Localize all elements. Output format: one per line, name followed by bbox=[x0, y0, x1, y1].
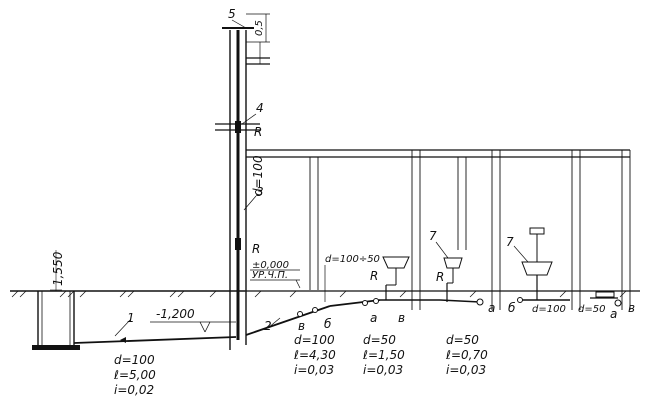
vent-dimension bbox=[246, 13, 270, 65]
level-marks bbox=[250, 269, 301, 289]
segment-length: ℓ=1,50 bbox=[362, 348, 405, 362]
outlet-pipe bbox=[73, 319, 237, 344]
sink-2 bbox=[443, 257, 463, 302]
segment-spec-1: d=100 ℓ=5,00 i=0,02 bbox=[113, 353, 156, 397]
segment-length: ℓ=5,00 bbox=[113, 368, 156, 382]
building-frame bbox=[246, 149, 631, 310]
floor-level-label: УР.Ч.П. bbox=[252, 270, 288, 281]
well-depth-label: 1,550 bbox=[51, 251, 65, 286]
point-a2: а bbox=[488, 301, 495, 315]
ground-hatch bbox=[11, 290, 627, 298]
point-v3: в bbox=[628, 301, 635, 315]
vent-dim-label: 0,5 bbox=[254, 20, 265, 36]
segment-diameter: d=100 bbox=[114, 353, 155, 367]
toilet bbox=[521, 227, 553, 300]
pipe-spec-label: d=100÷50 bbox=[325, 254, 380, 265]
marker-3-leader bbox=[243, 195, 257, 211]
segment-spec-3: d=50 ℓ=1,50 i=0,03 bbox=[362, 333, 405, 377]
pipe-marker-1: 1 bbox=[127, 311, 135, 325]
burial-depth-mark bbox=[150, 321, 236, 333]
upper-floor-slab bbox=[215, 121, 260, 133]
sink-1 bbox=[382, 256, 410, 300]
point-v1: в bbox=[298, 319, 305, 333]
segment-diameter: d=50 bbox=[363, 333, 396, 347]
point-b1: б bbox=[324, 317, 332, 331]
marker-5-leader bbox=[231, 19, 247, 29]
segment-length: ℓ=0,70 bbox=[445, 348, 488, 362]
segment-diameter: d=100 bbox=[294, 333, 335, 347]
lower-revision-fitting bbox=[235, 238, 241, 250]
revision-sink2: R bbox=[436, 270, 444, 284]
right-diam-2: d=50 bbox=[578, 304, 605, 315]
right-drain bbox=[517, 291, 622, 307]
segment-slope: i=0,03 bbox=[446, 363, 486, 377]
segment-slope: i=0,03 bbox=[294, 363, 334, 377]
marker-5: 5 bbox=[228, 7, 236, 21]
riser-diameter-label: d=100 bbox=[251, 155, 265, 196]
zero-level-label: ±0,000 bbox=[252, 260, 289, 271]
marker-7a: 7 bbox=[429, 229, 437, 243]
point-b2: б bbox=[508, 301, 516, 315]
revision-sink1: R bbox=[370, 269, 378, 283]
marker-2: 2 bbox=[264, 319, 272, 333]
marker-7b: 7 bbox=[506, 235, 514, 249]
segment-diameter: d=50 bbox=[446, 333, 479, 347]
segment-length: ℓ=4,30 bbox=[293, 348, 336, 362]
revision-lower: R bbox=[252, 242, 260, 256]
revision-upper: R bbox=[254, 125, 262, 139]
marker-7b-leader bbox=[513, 245, 529, 263]
inspection-well bbox=[32, 250, 80, 350]
segment-spec-2: d=100 ℓ=4,30 i=0,03 bbox=[293, 333, 336, 377]
right-diam-1: d=100 bbox=[532, 304, 566, 315]
marker-2-leader bbox=[267, 317, 281, 329]
point-a1: а bbox=[370, 311, 377, 325]
drain-line bbox=[245, 298, 484, 336]
point-a3: а bbox=[610, 307, 617, 321]
marker-3: 3 bbox=[256, 185, 264, 199]
marker-7a-leader bbox=[435, 241, 449, 259]
segment-spec-4: d=50 ℓ=0,70 i=0,03 bbox=[445, 333, 488, 377]
riser-wall bbox=[222, 27, 254, 350]
segment-slope: i=0,03 bbox=[363, 363, 403, 377]
marker-4: 4 bbox=[256, 101, 264, 115]
segment-slope: i=0,02 bbox=[114, 383, 154, 397]
point-v2: в bbox=[398, 311, 405, 325]
burial-depth-label: -1,200 bbox=[156, 307, 195, 321]
marker-4-leader bbox=[241, 113, 257, 125]
